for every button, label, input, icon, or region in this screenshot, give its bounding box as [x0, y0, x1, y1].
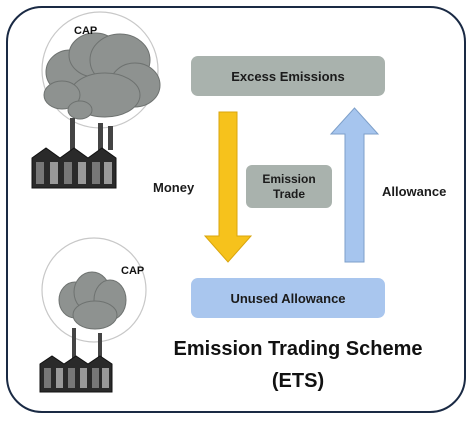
diagram-frame — [6, 6, 466, 413]
smoke-cloud-icon — [43, 32, 161, 120]
excess-emissions-box: Excess Emissions — [191, 56, 385, 96]
factory-icon — [39, 328, 113, 393]
emission-trade-box: Emission Trade — [246, 165, 332, 208]
allowance-label: Allowance — [382, 184, 447, 199]
factory-icon — [31, 118, 117, 189]
smoke-cloud-icon — [58, 271, 127, 330]
cap-label-top: CAP — [74, 25, 98, 37]
excess-emissions-label: Excess Emissions — [231, 68, 345, 84]
emission-trade-label-line1: Emission — [262, 171, 316, 186]
cap-circle-bottom — [41, 237, 147, 343]
emission-trade-label-line2: Trade — [272, 186, 305, 201]
title-line2: (ETS) — [271, 370, 325, 392]
money-arrow — [203, 111, 253, 263]
allowance-arrow — [329, 107, 380, 263]
cap-label-bottom: CAP — [121, 265, 145, 277]
unused-allowance-box: Unused Allowance — [191, 278, 385, 318]
money-label: Money — [153, 180, 195, 195]
unused-allowance-label: Unused Allowance — [230, 290, 346, 306]
title-line1: Emission Trading Scheme — [173, 338, 423, 360]
